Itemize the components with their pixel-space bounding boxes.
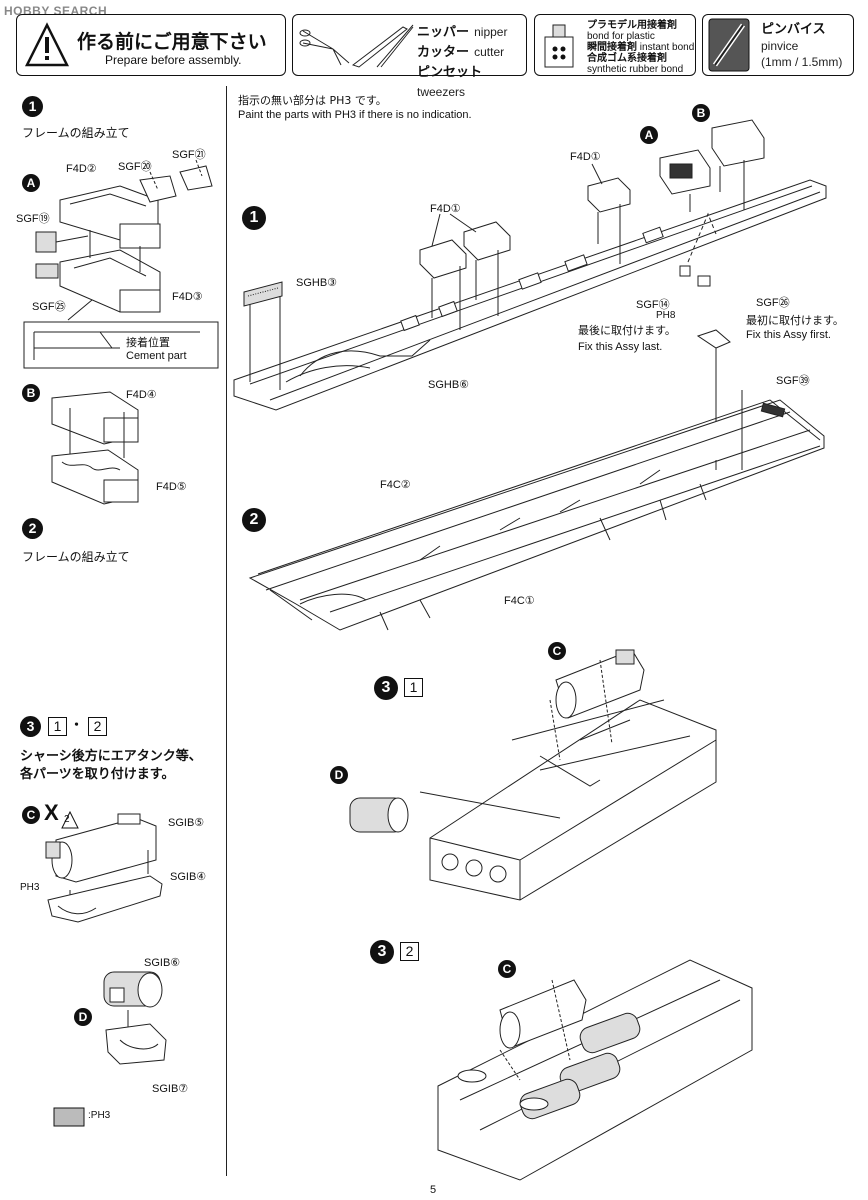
step1-subassembly-a-diagram (23, 159, 219, 505)
step1-title-left: フレームの組み立て (22, 126, 130, 140)
pinvice-en: pinvice (761, 39, 799, 53)
subassembly-b-marker: B (22, 384, 40, 402)
step2-number-left: 2 (22, 518, 43, 539)
label-sghb3: SGHB③ (296, 277, 338, 289)
prepare-title-en: Prepare before assembly. (105, 53, 242, 67)
fix-last-en: Fix this Assy last. (578, 341, 663, 353)
bond-bottle-icon (544, 24, 574, 68)
label-f4d4: F4D④ (126, 389, 157, 401)
step1-number-right: 1 (242, 206, 266, 230)
label-ph8: PH8 (656, 310, 676, 321)
label-sgf26: SGF㉖ (756, 297, 790, 309)
label-sgf14: SGF⑭ (636, 299, 670, 311)
bond-instant-en: instant bond (639, 42, 695, 53)
step3-number-left: 3 (20, 716, 41, 737)
step3-1-number: 3 (374, 676, 398, 700)
tool-nipper-en: nipper (474, 25, 508, 39)
step3-1-sub: 1 (404, 678, 423, 697)
color-legend: :PH3 (88, 1110, 111, 1121)
step3-sub2-left: 2 (88, 717, 107, 736)
label-ph3-left: PH3 (20, 882, 40, 893)
bond-instant-jp: 瞬間接着剤 (587, 42, 637, 53)
fix-first-en: Fix this Assy first. (746, 329, 831, 341)
paint-note-jp: 指示の無い部分は PH3 です。 (238, 94, 387, 107)
tool-nipper-jp: ニッパー (417, 25, 470, 40)
tools-box: ニッパー nipper カッター cutter ピンセット tweezers (292, 14, 527, 99)
tool-cutter-jp: カッター (417, 45, 470, 60)
label-sgib6: SGIB⑥ (144, 957, 181, 969)
subassembly-a-marker: A (22, 174, 40, 192)
label-sgib4: SGIB④ (170, 871, 207, 883)
label-f4d3: F4D③ (172, 291, 203, 303)
label-sgf39: SGF㊴ (776, 375, 810, 387)
subassembly-d-marker: D (74, 1008, 92, 1026)
label-f4d2: F4D② (66, 163, 97, 175)
times-marker: X (44, 800, 59, 825)
tool-tweezers-en: tweezers (417, 85, 466, 99)
paint-note-en: Paint the parts with PH3 if there is no … (238, 109, 472, 121)
step1-number-left: 1 (22, 96, 43, 117)
label-sgf20: SGF⑳ (118, 161, 152, 173)
prepare-title-jp: 作る前にご用意下さい (77, 31, 267, 53)
label-f4d5: F4D⑤ (156, 481, 187, 493)
step3-1-c-marker: C (548, 642, 566, 660)
step3-2-c-marker: C (498, 960, 516, 978)
warning-triangle-icon (24, 22, 70, 67)
step2-title-left: フレームの組み立て (22, 550, 130, 564)
bond-plastic-en: bond for plastic (587, 31, 655, 42)
subassembly-c-marker: C (22, 806, 40, 824)
tool-cutter-en: cutter (474, 45, 505, 59)
bond-box: プラモデル用接着剤 bond for plastic 瞬間接着剤 instant… (534, 14, 696, 76)
label-f4c2: F4C② (380, 479, 411, 491)
nipper-cutter-tweezers-icon (299, 24, 414, 68)
page-number: 5 (430, 1184, 437, 1196)
pinvice-jp: ピンバイス (761, 22, 826, 37)
step3-2-number: 3 (370, 940, 394, 964)
bond-rubber-en: synthetic rubber bond (587, 64, 684, 75)
pinvice-box: ピンバイス pinvice (1mm / 1.5mm) (702, 14, 854, 76)
count-marker: 2 (64, 814, 70, 825)
label-sghb6: SGHB⑥ (428, 379, 470, 391)
tools-list: ニッパー nipper カッター cutter ピンセット tweezers (417, 21, 526, 100)
step2-number-right: 2 (242, 508, 266, 532)
bond-rubber-jp: 合成ゴム系接着剤 (587, 53, 667, 64)
column-divider (226, 86, 227, 1176)
label-f4c1: F4C① (504, 595, 535, 607)
label-f4d1-a: F4D① (430, 203, 461, 215)
bond-list: プラモデル用接着剤 bond for plastic 瞬間接着剤 instant… (587, 20, 694, 75)
step3-sub1-left: 1 (48, 717, 67, 736)
label-sgib7: SGIB⑦ (152, 1083, 189, 1095)
tool-tweezers-jp: ピンセット (417, 65, 483, 80)
bond-plastic-jp: プラモデル用接着剤 (587, 20, 677, 31)
step3-dot: ・ (70, 718, 84, 733)
cement-part-en: Cement part (126, 350, 187, 362)
cement-part-jp: 接着位置 (126, 336, 170, 349)
step3-desc-line2: 各パーツを取り付けます。 (20, 767, 175, 782)
fix-last-jp: 最後に取付けます。 (578, 324, 676, 337)
pinvice-size: (1mm / 1.5mm) (761, 55, 843, 69)
step3-1-d-marker: D (330, 766, 348, 784)
step3-left-diagrams (45, 810, 167, 1127)
part-a-marker-right: A (640, 126, 658, 144)
label-sgf25: SGF㉕ (32, 301, 66, 313)
fix-first-jp: 最初に取付けます。 (746, 314, 844, 327)
part-b-marker-right: B (692, 104, 710, 122)
step3-desc-line1: シャーシ後方にエアタンク等、 (20, 749, 202, 764)
label-sgf19: SGF⑲ (16, 213, 50, 225)
pinvice-icon (708, 18, 750, 72)
label-sgib5: SGIB⑤ (168, 817, 205, 829)
label-sgf21: SGF㉑ (172, 149, 206, 161)
label-f4d1-b: F4D① (570, 151, 601, 163)
prepare-header-box: 作る前にご用意下さい Prepare before assembly. (16, 14, 286, 76)
step3-2-sub: 2 (400, 942, 419, 961)
